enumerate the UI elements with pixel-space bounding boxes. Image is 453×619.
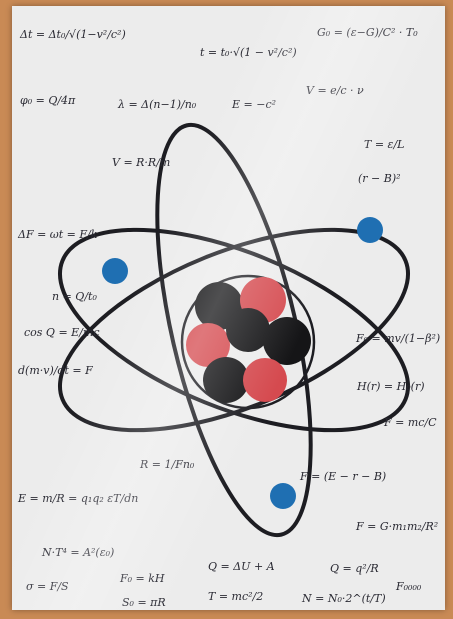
paper-sheet: Δt = Δt₀/√(1−v²/c²) t = t₀·√(1 − v²/c²) …: [12, 6, 445, 610]
formula-wavelength: λ = Δ(n−1)/n₀: [118, 98, 197, 111]
formula-time-dilation: Δt = Δt₀/√(1−v²/c²): [20, 28, 126, 41]
formula-momentum: d(m·v)/dt = F: [18, 364, 93, 377]
electron: [357, 217, 383, 243]
formula-velocity: V = e/c · ν: [306, 84, 364, 97]
formula-area: S₀ = πR: [122, 596, 166, 609]
orbit-ring-3: [155, 122, 313, 538]
orbit-ring-1: [58, 227, 410, 433]
formula-spring: F₀ = kH: [120, 572, 165, 585]
formula-flux: φ₀ = Q/4π: [20, 94, 76, 107]
orbit-ring-2: [58, 227, 410, 433]
formula-gravitation: F = G·m₁m₂/R²: [356, 520, 439, 533]
formula-cos: cos Q = E/mc: [24, 326, 100, 339]
formula-hamiltonian: H(r) = H₀(r): [357, 380, 425, 393]
formula-kinetic: T = mc²/2: [208, 590, 264, 603]
neutron: [203, 357, 249, 403]
formula-stress: σ = F/S: [26, 580, 69, 593]
nucleus-boundary: [180, 274, 316, 410]
atom-drawing: [58, 122, 410, 538]
formula-force-sum: F = (E − r − B): [300, 470, 387, 483]
formula-square: (r − B)²: [358, 172, 401, 185]
formula-n: n = Q/t₀: [52, 290, 97, 303]
formula-electric: E = m/R = q₁q₂ εT/dn: [18, 492, 139, 505]
formula-resistance: R = 1/Fn₀: [140, 458, 195, 471]
formula-decay: N = N₀·2^(t/T): [302, 592, 386, 605]
proton: [186, 323, 230, 367]
orbit-rings: [58, 122, 410, 538]
formula-energy: E = −c²: [232, 98, 277, 111]
electrons: [102, 217, 383, 509]
formula-heat: Q = ΔU + A: [208, 560, 275, 573]
formula-gravitational: G₀ = (ε−G)/C² · T₀: [317, 26, 418, 39]
proton: [243, 358, 287, 402]
formula-force-c: F = mc/C: [384, 416, 437, 429]
formula-relativistic-force: F₀ = mv/(1−β²): [356, 332, 441, 345]
nucleus: [180, 274, 316, 410]
formula-force-delta: ΔF = ωt = F/k: [18, 228, 98, 241]
formula-radiation: N·T⁴ = A²(ε₀): [42, 546, 115, 559]
formula-force-label: F₀₀₀₀: [396, 580, 422, 593]
neutron: [263, 317, 311, 365]
electron: [270, 483, 296, 509]
formula-period: T = ε/L: [364, 138, 405, 151]
electron: [102, 258, 128, 284]
formula-proper-time: t = t₀·√(1 − v²/c²): [200, 46, 297, 59]
formula-speed: V = R·R/m: [112, 156, 171, 169]
formula-charge: Q = q²/R: [330, 562, 379, 575]
neutron: [226, 308, 270, 352]
